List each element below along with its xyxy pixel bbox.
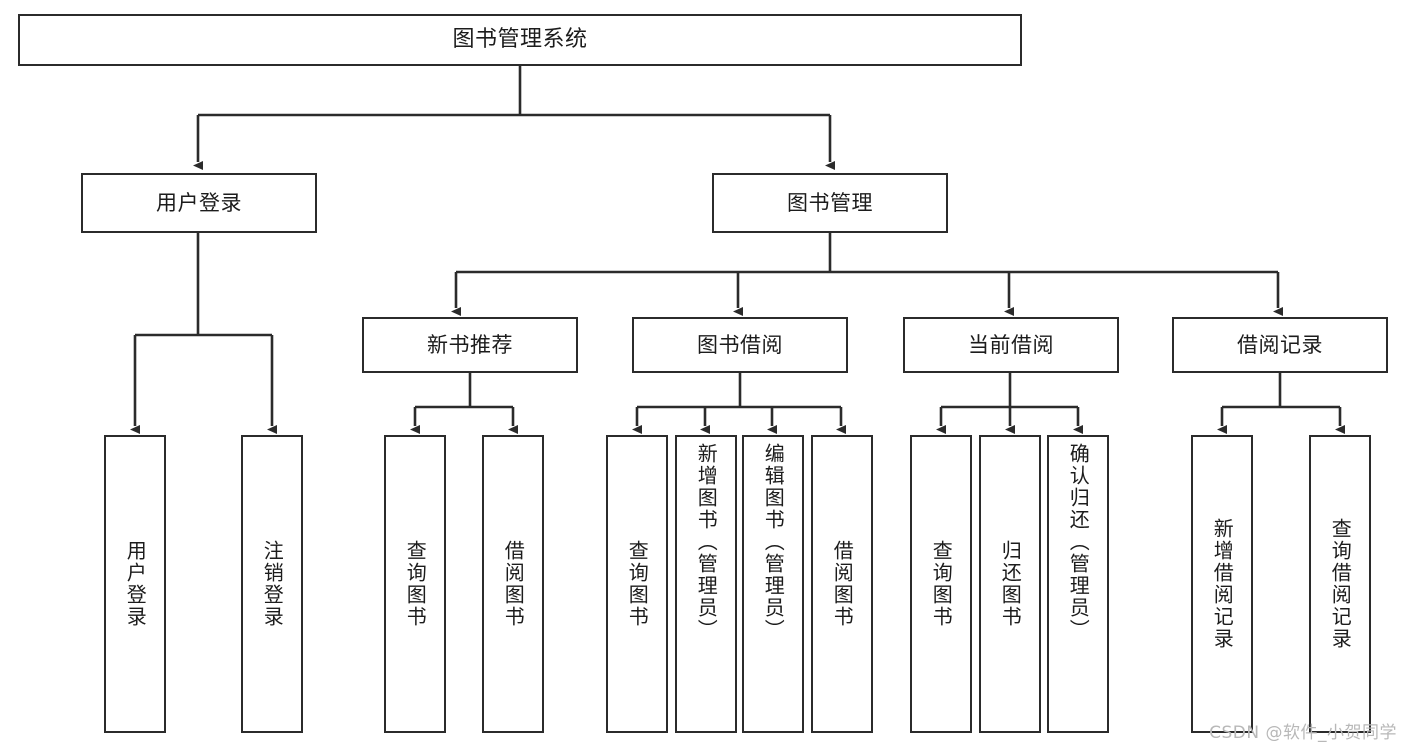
leaf-new-book-recommend-1[interactable]: 借阅图书	[482, 435, 544, 733]
node-label: 确认归还（管理员）	[1066, 443, 1091, 641]
node-current-borrow[interactable]: 当前借阅	[903, 317, 1119, 373]
node-label: 新书推荐	[427, 332, 513, 357]
node-label: 借阅图书	[830, 540, 855, 628]
node-label: 图书管理	[787, 190, 873, 215]
node-label: 查询图书	[625, 540, 650, 628]
node-book-management[interactable]: 图书管理	[712, 173, 948, 233]
node-root-book-management-system[interactable]: 图书管理系统	[18, 14, 1022, 66]
node-label: 查询图书	[403, 540, 428, 628]
leaf-book-borrow-2[interactable]: 编辑图书（管理员）	[742, 435, 804, 733]
node-label: 新增图书（管理员）	[694, 443, 719, 641]
node-label: 编辑图书（管理员）	[761, 443, 786, 641]
leaf-book-borrow-3[interactable]: 借阅图书	[811, 435, 873, 733]
leaf-user-login-0[interactable]: 用户登录	[104, 435, 166, 733]
node-label: 归还图书	[998, 540, 1023, 628]
node-label: 图书借阅	[697, 332, 783, 357]
node-label: 用户登录	[156, 190, 242, 215]
leaf-borrow-record-1[interactable]: 查询借阅记录	[1309, 435, 1371, 733]
leaf-current-borrow-1[interactable]: 归还图书	[979, 435, 1041, 733]
node-label: 新增借阅记录	[1210, 518, 1235, 650]
node-user-login[interactable]: 用户登录	[81, 173, 317, 233]
leaf-new-book-recommend-0[interactable]: 查询图书	[384, 435, 446, 733]
leaf-book-borrow-0[interactable]: 查询图书	[606, 435, 668, 733]
node-new-book-recommend[interactable]: 新书推荐	[362, 317, 578, 373]
leaf-book-borrow-1[interactable]: 新增图书（管理员）	[675, 435, 737, 733]
node-label: 查询借阅记录	[1328, 518, 1353, 650]
watermark-text: CSDN @软件_小贺同学	[1209, 723, 1397, 743]
node-label: 借阅记录	[1237, 332, 1323, 357]
node-label: 图书管理系统	[452, 27, 588, 53]
node-label: 借阅图书	[501, 540, 526, 628]
node-label: 用户登录	[123, 540, 148, 628]
node-label: 注销登录	[260, 540, 285, 628]
node-borrow-record[interactable]: 借阅记录	[1172, 317, 1388, 373]
leaf-current-borrow-0[interactable]: 查询图书	[910, 435, 972, 733]
leaf-borrow-record-0[interactable]: 新增借阅记录	[1191, 435, 1253, 733]
leaf-current-borrow-2[interactable]: 确认归还（管理员）	[1047, 435, 1109, 733]
leaf-user-login-1[interactable]: 注销登录	[241, 435, 303, 733]
node-label: 查询图书	[929, 540, 954, 628]
node-label: 当前借阅	[968, 332, 1054, 357]
node-book-borrow[interactable]: 图书借阅	[632, 317, 848, 373]
